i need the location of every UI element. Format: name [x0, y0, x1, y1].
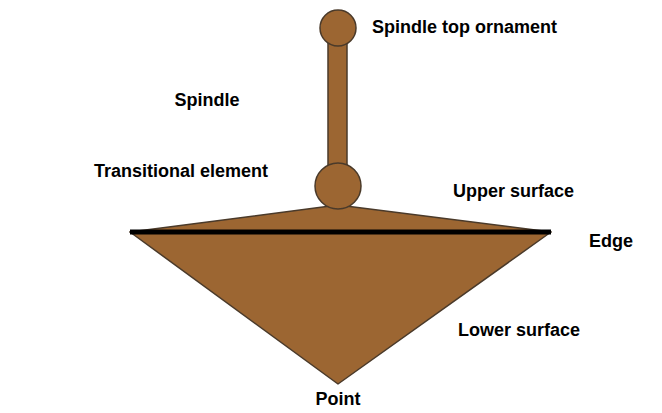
top-ornament-ball	[320, 10, 356, 46]
part-label: Lower surface	[458, 320, 580, 341]
lower-cone	[130, 232, 551, 384]
part-label: Transitional element	[94, 161, 268, 182]
part-label: Point	[316, 389, 361, 410]
transitional-ball	[315, 163, 361, 209]
part-label: Spindle top ornament	[372, 17, 557, 38]
spindle-shaft	[328, 40, 347, 175]
part-label: Edge	[589, 231, 633, 252]
part-label: Spindle	[174, 90, 239, 111]
edge-line	[130, 230, 551, 235]
part-label: Upper surface	[453, 181, 574, 202]
